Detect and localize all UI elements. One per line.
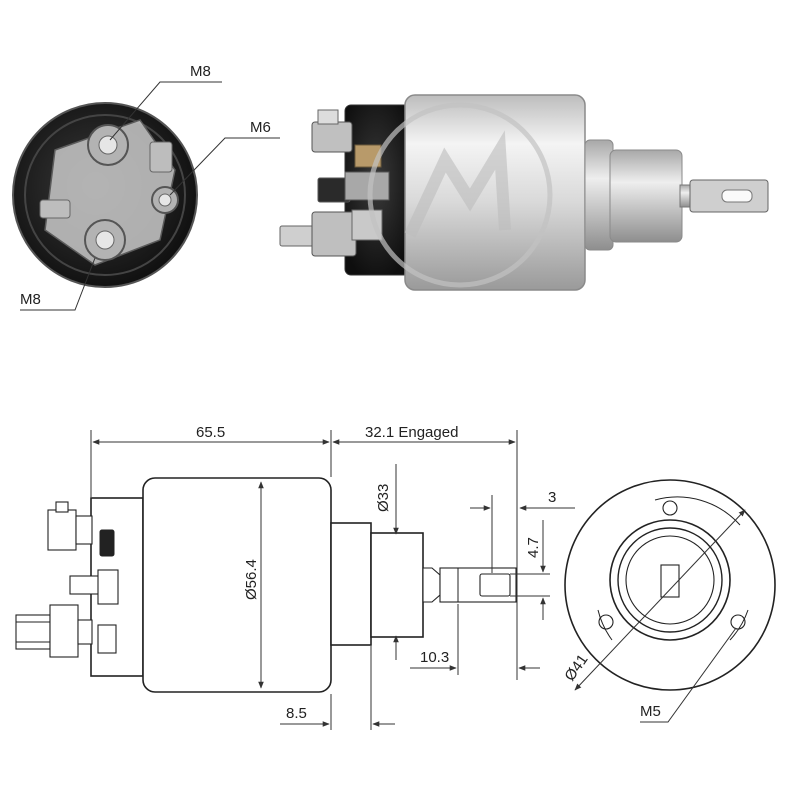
- side-drawing: [15, 477, 517, 693]
- label-m6: M6: [250, 119, 271, 136]
- label-m8-bottom: M8: [20, 291, 41, 308]
- dim-plunger-diameter: Ø33: [375, 484, 392, 512]
- dim-body-length: 65.5: [196, 424, 225, 441]
- side-view-photo: [279, 94, 769, 291]
- dim-tip-length: 10.3: [420, 649, 449, 666]
- dim-bolt-circle: Ø41: [561, 651, 591, 684]
- end-view-leaders: M8 M6 M8: [20, 63, 280, 311]
- mount-hole-left: [598, 614, 614, 630]
- dim-body-diameter: Ø56.4: [243, 559, 260, 600]
- dim-tip-hole: 4.7: [525, 537, 542, 558]
- dim-stroke-engaged: 32.1 Engaged: [365, 424, 458, 441]
- end-view-photo: [12, 102, 198, 288]
- dim-tip-width: 3: [548, 489, 556, 506]
- mount-hole-top: [662, 500, 678, 516]
- side-dimensions: 65.5 32.1 Engaged Ø56.4 Ø33 3 4.7 10.3 8…: [90, 424, 575, 730]
- label-m8-top: M8: [190, 63, 211, 80]
- dim-flange-offset: 8.5: [286, 705, 307, 722]
- label-mount-thread: M5: [640, 703, 661, 720]
